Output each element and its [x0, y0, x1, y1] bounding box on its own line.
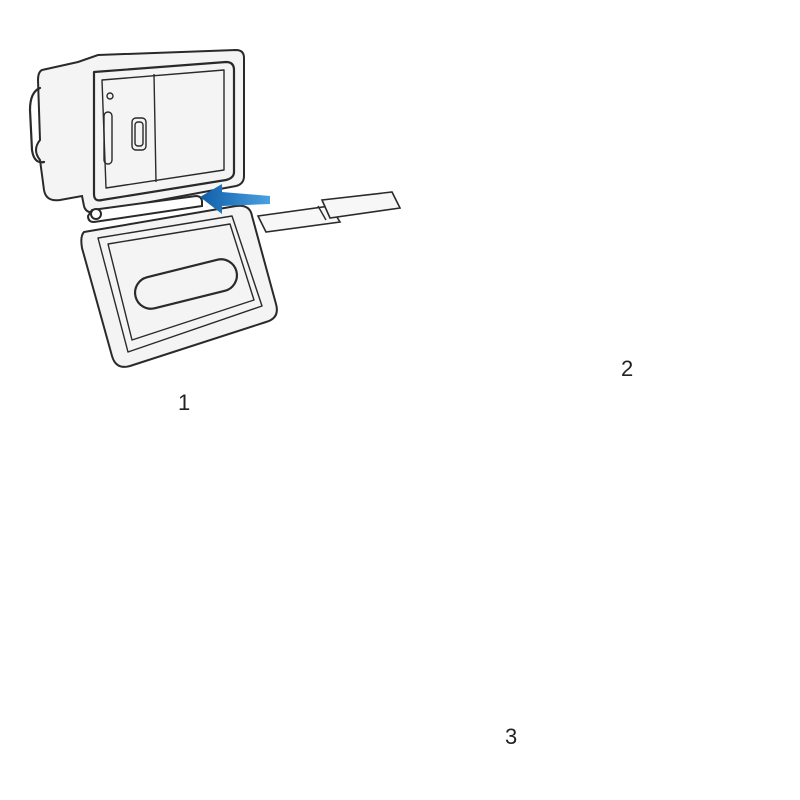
hinge-pin — [90, 208, 102, 220]
step-1-illustration — [28, 48, 402, 368]
hinge — [86, 194, 203, 224]
backdoor-inner — [97, 215, 263, 353]
camera-slot — [103, 111, 113, 165]
step-label-1: 1 — [178, 390, 191, 415]
arrow-icon — [200, 184, 270, 214]
step-label-3: 3 — [505, 724, 518, 749]
backdoor-latch — [133, 258, 239, 310]
camera-port-inner — [134, 121, 144, 147]
housing-inner-frame — [92, 60, 236, 202]
step-label-2: 2 — [621, 356, 634, 381]
housing-back-frame — [35, 48, 245, 214]
protective-film-right — [320, 191, 402, 219]
backdoor-window — [107, 223, 255, 341]
camera-port — [131, 117, 147, 151]
backdoor — [80, 204, 278, 368]
screen-divider — [153, 73, 157, 183]
housing-side-lug — [28, 86, 46, 164]
protective-film-left — [256, 205, 342, 233]
film-seam — [317, 205, 327, 221]
camera-led — [106, 92, 114, 100]
